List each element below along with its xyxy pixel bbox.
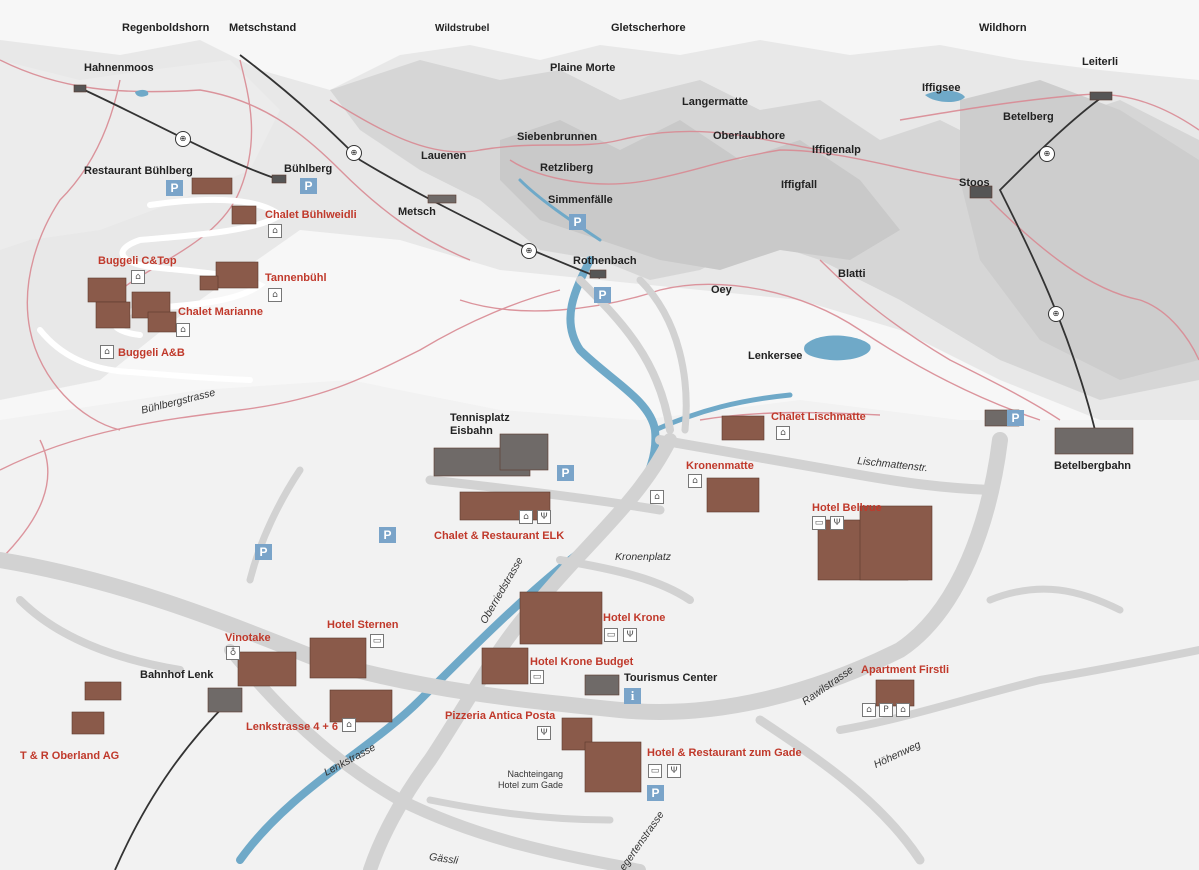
place-tourismus-center: Tourismus Center bbox=[624, 672, 718, 684]
hotel-restaurant-zum-gade[interactable]: Hotel & Restaurant zum Gade bbox=[647, 747, 802, 759]
place-eisbahn: Eisbahn bbox=[450, 425, 493, 437]
place-retzliberg: Retzliberg bbox=[540, 162, 594, 174]
kronenmatte[interactable]: Kronenmatte bbox=[686, 460, 754, 472]
peak-regenboldshorn: Regenboldshorn bbox=[122, 22, 210, 34]
place-langermatte: Langermatte bbox=[682, 96, 749, 108]
cable-car-icon: ⊕ bbox=[521, 243, 537, 259]
restaurant-icon: Ψ bbox=[667, 764, 681, 778]
house-icon: ⌂ bbox=[688, 474, 702, 488]
cable-car-icon: ⊕ bbox=[175, 131, 191, 147]
house-icon: ⌂ bbox=[100, 345, 114, 359]
note-line-1: Nachteingang bbox=[507, 769, 564, 779]
chalet-lischmatte[interactable]: Chalet Lischmatte bbox=[771, 411, 866, 423]
chalet-marianne[interactable]: Chalet Marianne bbox=[178, 306, 263, 318]
lake-iffigsee: Iffigsee bbox=[922, 82, 961, 94]
parking-icon: P bbox=[569, 214, 586, 230]
house-icon: ⌂ bbox=[342, 718, 356, 732]
lake-lenkersee: Lenkersee bbox=[748, 350, 803, 362]
peak-leiterli: Leiterli bbox=[1082, 56, 1119, 68]
house-icon: ⌂ bbox=[650, 490, 664, 504]
peak-gletscherhore: Gletscherhore bbox=[611, 22, 686, 34]
house-icon: ⌂ bbox=[176, 323, 190, 337]
house-icon: ⌂ bbox=[131, 270, 145, 284]
parking-icon: P bbox=[1007, 410, 1024, 426]
place-metsch: Metsch bbox=[398, 206, 436, 218]
house-icon: ⌂ bbox=[268, 288, 282, 302]
pizzeria-antica-posta[interactable]: Pizzeria Antica Posta bbox=[445, 710, 556, 722]
peak-metschstand: Metschstand bbox=[229, 22, 297, 34]
peak-wildstrubel: Wildstrubel bbox=[435, 23, 490, 34]
place-buhlberg: Bühlberg bbox=[284, 163, 333, 175]
place-siebenbrunnen: Siebenbrunnen bbox=[517, 131, 598, 143]
cable-car-icon: ⊕ bbox=[1048, 306, 1064, 322]
apartment-firstli[interactable]: Apartment Firstli bbox=[861, 664, 950, 676]
parking-icon: P bbox=[594, 287, 611, 303]
info-icon: i bbox=[624, 688, 641, 704]
chalet-buhlweidli[interactable]: Chalet Bühlweidli bbox=[265, 209, 357, 221]
restaurant-icon: Ψ bbox=[623, 628, 637, 642]
buggeli-ctop[interactable]: Buggeli C&Top bbox=[98, 255, 177, 267]
note-nachteingang: Nachteingang Hotel zum Gade bbox=[498, 769, 563, 791]
house-icon: ⌂ bbox=[776, 426, 790, 440]
place-simmenfalle: Simmenfälle bbox=[548, 194, 613, 206]
place-lauenen: Lauenen bbox=[421, 150, 467, 162]
buggeli-ab[interactable]: Buggeli A&B bbox=[118, 347, 185, 359]
place-hahnenmoos: Hahnenmoos bbox=[84, 62, 154, 74]
restaurant-buhlberg[interactable]: Restaurant Bühlberg bbox=[84, 165, 193, 177]
chalet-restaurant-elk[interactable]: Chalet & Restaurant ELK bbox=[434, 530, 565, 542]
place-tennisplatz: Tennisplatz bbox=[450, 412, 510, 424]
place-iffigfall: Iffigfall bbox=[781, 179, 818, 191]
house-icon: ⌂ bbox=[896, 703, 910, 717]
peak-plaine-morte: Plaine Morte bbox=[550, 62, 616, 74]
bed-icon: ▭ bbox=[648, 764, 662, 778]
place-iffigenalp: Iffigenalp bbox=[812, 144, 861, 156]
place-blatti: Blatti bbox=[838, 268, 866, 280]
tr-oberland-ag[interactable]: T & R Oberland AG bbox=[20, 750, 120, 762]
place-betelberg: Betelberg bbox=[1003, 111, 1054, 123]
hotel-krone[interactable]: Hotel Krone bbox=[603, 612, 666, 624]
bed-icon: ▭ bbox=[812, 516, 826, 530]
house-icon: ⌂ bbox=[268, 224, 282, 238]
tannenbuhl[interactable]: Tannenbühl bbox=[265, 272, 327, 284]
cable-car-icon: ⊕ bbox=[1039, 146, 1055, 162]
parking-icon: P bbox=[557, 465, 574, 481]
restaurant-icon: Ψ bbox=[537, 510, 551, 524]
lenkstrasse-4-6[interactable]: Lenkstrasse 4 + 6 bbox=[246, 721, 339, 733]
vinotake[interactable]: Vinotake bbox=[225, 632, 271, 644]
cable-car-icon: ⊕ bbox=[346, 145, 362, 161]
hotel-krone-budget[interactable]: Hotel Krone Budget bbox=[530, 656, 634, 668]
station-betelbergbahn: Betelbergbahn bbox=[1054, 460, 1132, 472]
bed-icon: ▭ bbox=[370, 634, 384, 648]
bed-icon: ▭ bbox=[604, 628, 618, 642]
buildings bbox=[71, 84, 1134, 793]
hotel-bellvue[interactable]: Hotel Bellvue bbox=[812, 502, 882, 514]
street-kronenplatz: Kronenplatz bbox=[615, 551, 672, 563]
place-oey: Oey bbox=[711, 284, 732, 296]
parking-icon: P bbox=[255, 544, 272, 560]
hotel-sternen[interactable]: Hotel Sternen bbox=[327, 619, 399, 631]
parking-icon: P bbox=[166, 180, 183, 196]
parking-icon: P bbox=[647, 785, 664, 801]
place-oberlaubhore: Oberlaubhore bbox=[713, 130, 786, 142]
place-rothenbach: Rothenbach bbox=[573, 255, 637, 267]
parking-small-icon: P bbox=[879, 703, 893, 717]
peak-wildhorn: Wildhorn bbox=[979, 22, 1027, 34]
station-bahnhof-lenk: Bahnhof Lenk bbox=[140, 669, 214, 681]
parking-icon: P bbox=[300, 178, 317, 194]
house-icon: ⌂ bbox=[519, 510, 533, 524]
restaurant-icon: Ψ bbox=[537, 726, 551, 740]
note-line-2: Hotel zum Gade bbox=[498, 780, 564, 790]
parking-icon: P bbox=[379, 527, 396, 543]
place-stoos: Stoos bbox=[959, 177, 990, 189]
wine-icon: ♁ bbox=[226, 646, 240, 660]
bed-icon: ▭ bbox=[530, 670, 544, 684]
restaurant-icon: Ψ bbox=[830, 516, 844, 530]
house-icon: ⌂ bbox=[862, 703, 876, 717]
